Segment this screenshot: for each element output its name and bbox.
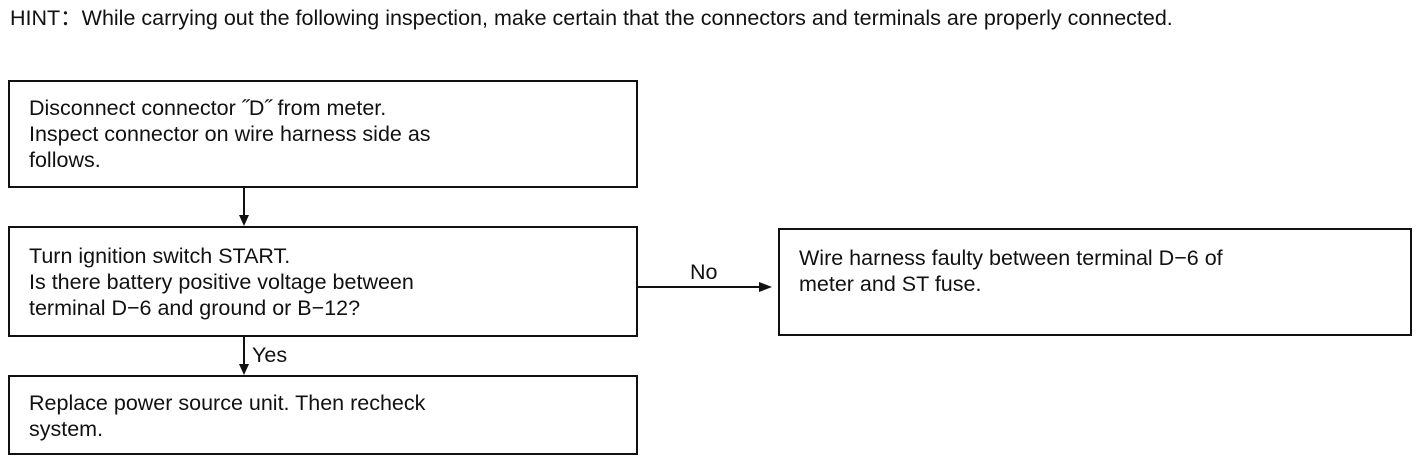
arrowhead-right-no: [759, 282, 772, 292]
hint-text: HINT：While carrying out the following in…: [10, 6, 1173, 30]
edge-label-yes: Yes: [252, 343, 288, 367]
arrowhead-down-yes: [239, 364, 249, 375]
step-check-voltage-box: Turn ignition switch START. Is there bat…: [8, 226, 638, 337]
step-replace-text: Replace power source unit. Then recheck …: [29, 391, 426, 441]
step-check-voltage-text: Turn ignition switch START. Is there bat…: [29, 244, 414, 320]
arrowhead-down-1: [239, 215, 249, 226]
step-disconnect-text: Disconnect connector ˝D˝ from meter. Ins…: [29, 96, 431, 172]
step-disconnect-box: Disconnect connector ˝D˝ from meter. Ins…: [8, 80, 638, 188]
step-replace-box: Replace power source unit. Then recheck …: [8, 375, 638, 455]
result-fault-box: Wire harness faulty between terminal D−6…: [778, 228, 1412, 336]
edge-label-no: No: [690, 260, 718, 284]
result-fault-text: Wire harness faulty between terminal D−6…: [799, 246, 1223, 296]
